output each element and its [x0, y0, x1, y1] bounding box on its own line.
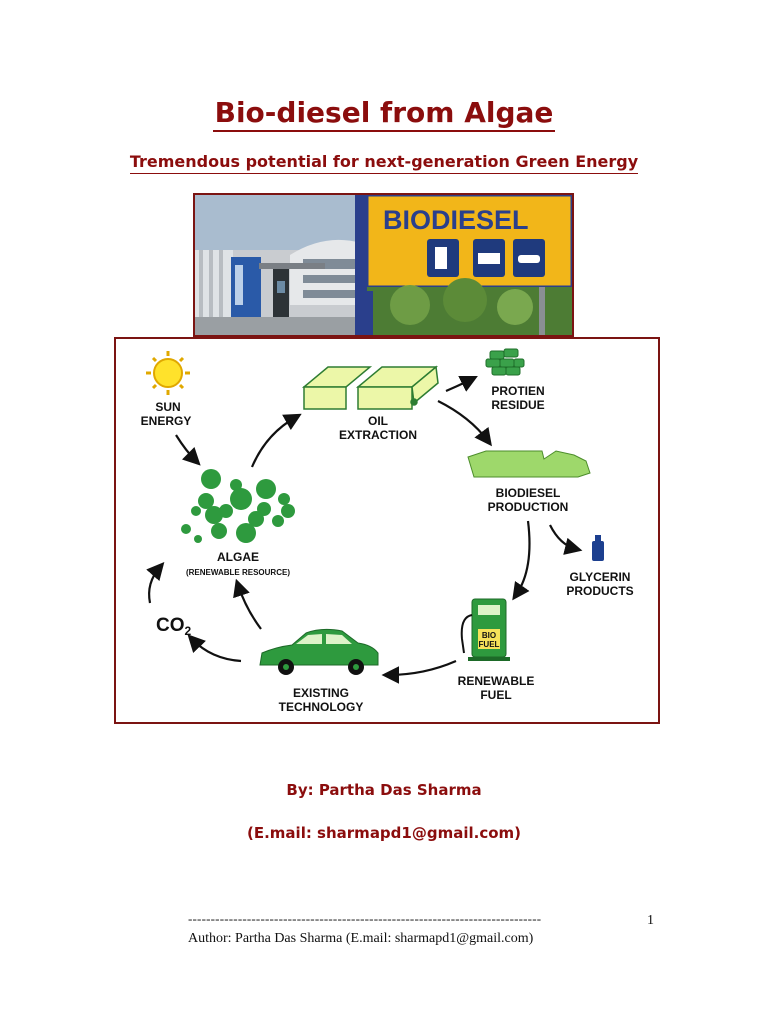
sun-label-line1: SUN: [155, 400, 180, 414]
author-byline: By: Partha Das Sharma: [286, 781, 482, 799]
glycerin-bottle-icon: [592, 535, 604, 561]
tech-label-line1: EXISTING: [293, 686, 349, 700]
document-subtitle: Tremendous potential for next-generation…: [0, 152, 768, 174]
photo-illustration: BIODIESEL: [195, 195, 572, 335]
oil-label-line2: EXTRACTION: [339, 428, 417, 442]
cycle-arrows: [146, 376, 583, 684]
sun-label-line2: ENERGY: [141, 414, 192, 428]
algae-biodiesel-cycle-diagram: SUN ENERGY OIL EXTRACTION PROTIEN RESIDU…: [114, 337, 660, 724]
algae-sublabel: (RENEWABLE RESOURCE): [186, 568, 290, 577]
glycerin-label-line1: GLYCERIN: [570, 570, 631, 584]
pump-label-line1: BIO: [482, 631, 496, 640]
fuel-label-line1: RENEWABLE: [458, 674, 535, 688]
protein-label-line1: PROTIEN: [491, 384, 544, 398]
page-number: 1: [647, 913, 654, 928]
footer-author: Author: Partha Das Sharma (E.mail: sharm…: [188, 931, 534, 946]
biodiesel-station-photo: BIODIESEL: [193, 193, 574, 337]
protein-label-line2: RESIDUE: [491, 398, 544, 412]
car-icon: [259, 628, 379, 675]
algae-label: ALGAE: [217, 550, 259, 564]
algae-cells-icon: [181, 469, 295, 543]
biodiesel-label-line1: BIODIESEL: [496, 486, 561, 500]
footer-rule: ----------------------------------------…: [188, 911, 542, 926]
document-title: Bio-diesel from Algae: [0, 96, 768, 132]
biodiesel-production-icon: [467, 450, 591, 478]
fuel-label-line2: FUEL: [480, 688, 511, 702]
sun-icon: [146, 351, 190, 395]
glycerin-label-line2: PRODUCTS: [566, 584, 633, 598]
bio-fuel-pump-icon: [460, 598, 510, 661]
oil-label-line1: OIL: [368, 414, 388, 428]
author-email: (E.mail: sharmapd1@gmail.com): [247, 824, 521, 842]
biodiesel-sign-text: BIODIESEL: [383, 205, 529, 235]
protein-residue-icon: [485, 348, 525, 376]
oil-extraction-tray-icon: [301, 365, 439, 410]
tech-label-line2: TECHNOLOGY: [279, 700, 364, 714]
biodiesel-label-line2: PRODUCTION: [488, 500, 569, 514]
pump-label-line2: FUEL: [479, 640, 500, 649]
co2-label: CO2: [156, 615, 192, 638]
